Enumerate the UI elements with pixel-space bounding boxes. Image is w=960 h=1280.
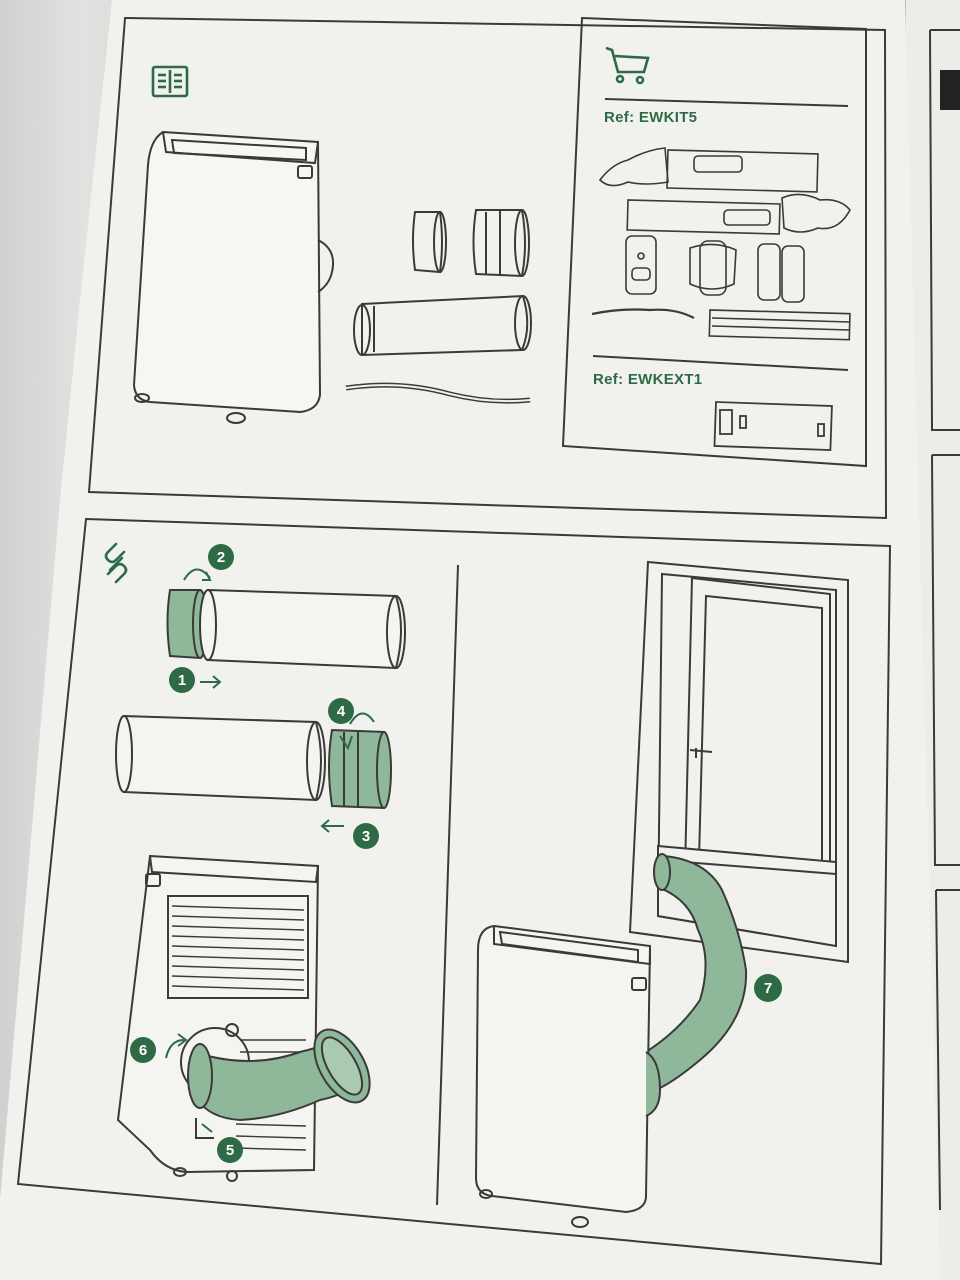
step-badge-3: 3: [353, 823, 379, 849]
kit-reference: Ref: EWKIT5: [604, 109, 697, 126]
air-conditioner-illustration: [132, 130, 335, 424]
step-badge-5: 5: [217, 1137, 243, 1163]
hose-adapter-rings: [412, 209, 530, 278]
assembly-divider: [436, 564, 459, 1206]
contents-panel: [87, 16, 888, 520]
svg-text:3: 3: [362, 828, 370, 845]
extension-bar-illustration: [713, 401, 833, 451]
extension-reference: Ref: EWKEXT1: [593, 371, 702, 388]
adjacent-page-fragments: [929, 29, 960, 1211]
step-badge-1: 1: [169, 667, 195, 693]
step-attach-hose-to-unit: [116, 854, 371, 1182]
step-unit-with-window-hose: [474, 853, 748, 1228]
accessories-panel: [561, 16, 867, 468]
step-badge-6: 6: [130, 1037, 156, 1063]
step-ring-to-hose-a: [166, 568, 406, 689]
svg-text:6: 6: [139, 1042, 147, 1059]
assembly-panel: [16, 517, 892, 1266]
svg-text:5: 5: [226, 1142, 234, 1159]
exhaust-hose-illustration: [353, 294, 532, 357]
svg-text:7: 7: [764, 980, 772, 997]
step-badge-4: 4: [328, 698, 354, 724]
window-kit-illustration: [591, 147, 851, 341]
svg-text:2: 2: [217, 549, 225, 566]
shopping-cart-icon: [605, 46, 650, 85]
svg-text:1: 1: [178, 672, 186, 689]
step-badge-2: 2: [208, 544, 234, 570]
step-badge-7: 7: [754, 974, 782, 1002]
svg-text:4: 4: [337, 703, 346, 720]
manual-list-icon: [151, 65, 189, 98]
step-ring-to-hose-b: [115, 712, 392, 833]
chain-link-icon: [104, 542, 128, 584]
